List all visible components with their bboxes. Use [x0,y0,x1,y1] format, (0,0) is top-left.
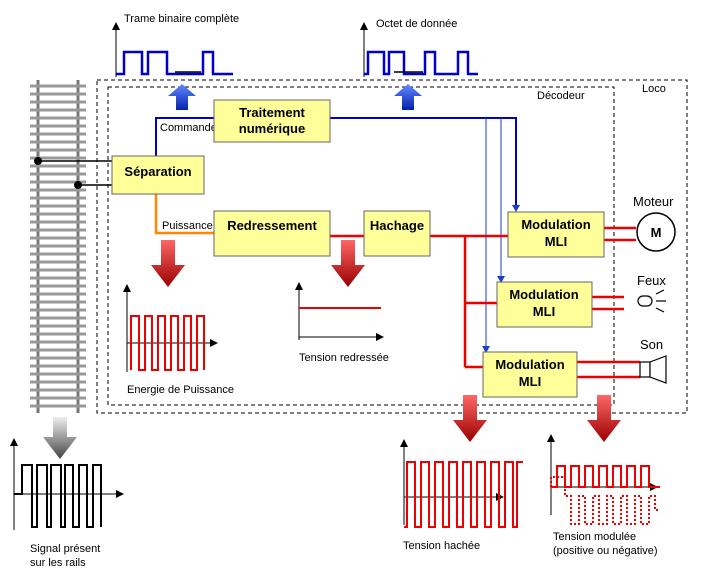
separation-label: Séparation [124,164,191,179]
blue-arrow-trame [168,84,196,110]
modulation-moteur-label-1: Modulation [521,217,590,232]
modulee-label-1: Tension modulée [553,531,636,543]
rail-track [30,80,86,413]
hachage-block: Hachage [363,210,431,257]
signal-waveform: Signal présent sur les rails [10,438,124,569]
traitement-block: Traitement numérique [213,99,331,143]
moteur-symbol: M [651,225,662,240]
hachage-label: Hachage [370,218,424,233]
red-arrow-hachee [453,395,487,442]
son-label: Son [640,337,663,352]
signal-label-2: sur les rails [30,557,86,569]
arrowhead-modulation-1 [512,205,520,212]
blue-arrow-octet [394,84,422,110]
command-branches [485,118,502,348]
traitement-label-1: Traitement [239,105,305,120]
hachee-waveform: Tension hachée [400,439,523,552]
energie-label: Energie de Puissance [127,384,234,396]
puissance-line [154,194,214,235]
trame-waveform: Trame binaire complète [112,13,239,77]
redressee-waveform: Tension redressée [295,282,389,364]
modulation-feux-label-2: MLI [533,304,555,319]
energie-waveform: Energie de Puissance [123,284,234,396]
modulation-moteur-label-2: MLI [545,234,567,249]
traitement-label-2: numérique [239,121,305,136]
decodeur-frame [107,86,615,406]
command-lines [155,117,517,207]
son-icon [639,355,667,384]
moteur-icon: M [636,212,676,252]
puissance-label: Puissance [162,220,213,232]
modulee-waveform: Tension modulée (positive ou négative) [547,434,660,557]
feux-icon [637,289,666,313]
modulation-son-label-2: MLI [519,374,541,389]
redressement-label: Redressement [227,218,317,233]
moteur-label: Moteur [633,194,674,209]
redressee-label: Tension redressée [299,352,389,364]
signal-label-1: Signal présent [30,543,100,555]
modulation-block-moteur: Modulation MLI [507,211,605,258]
red-arrow-modulee [587,395,621,442]
redressement-block: Redressement [213,210,331,257]
red-arrow-redresse [331,240,365,287]
octet-waveform: Octet de donnée [360,18,478,77]
rail-contact-2 [74,181,82,189]
feux-label: Feux [637,273,666,288]
grey-arrow-signal [43,417,77,459]
red-arrow-puissance [151,240,185,287]
modulation-block-feux: Modulation MLI [496,281,593,328]
hachee-label: Tension hachée [403,540,480,552]
loco-frame [96,79,688,414]
octet-label: Octet de donnée [376,18,457,30]
loco-label: Loco [642,83,666,95]
modulation-son-label-1: Modulation [495,357,564,372]
separation-block: Séparation [111,155,205,195]
commande-label: Commande [160,122,217,134]
arrowhead-modulation-3 [482,346,490,353]
rail-contact-1 [34,157,42,165]
modulation-feux-label-1: Modulation [509,287,578,302]
trame-label: Trame binaire complète [124,13,239,25]
arrowhead-modulation-2 [497,276,505,283]
modulee-label-2: (positive ou négative) [553,545,658,557]
decodeur-label: Décodeur [537,90,585,102]
modulation-block-son: Modulation MLI [482,351,578,398]
